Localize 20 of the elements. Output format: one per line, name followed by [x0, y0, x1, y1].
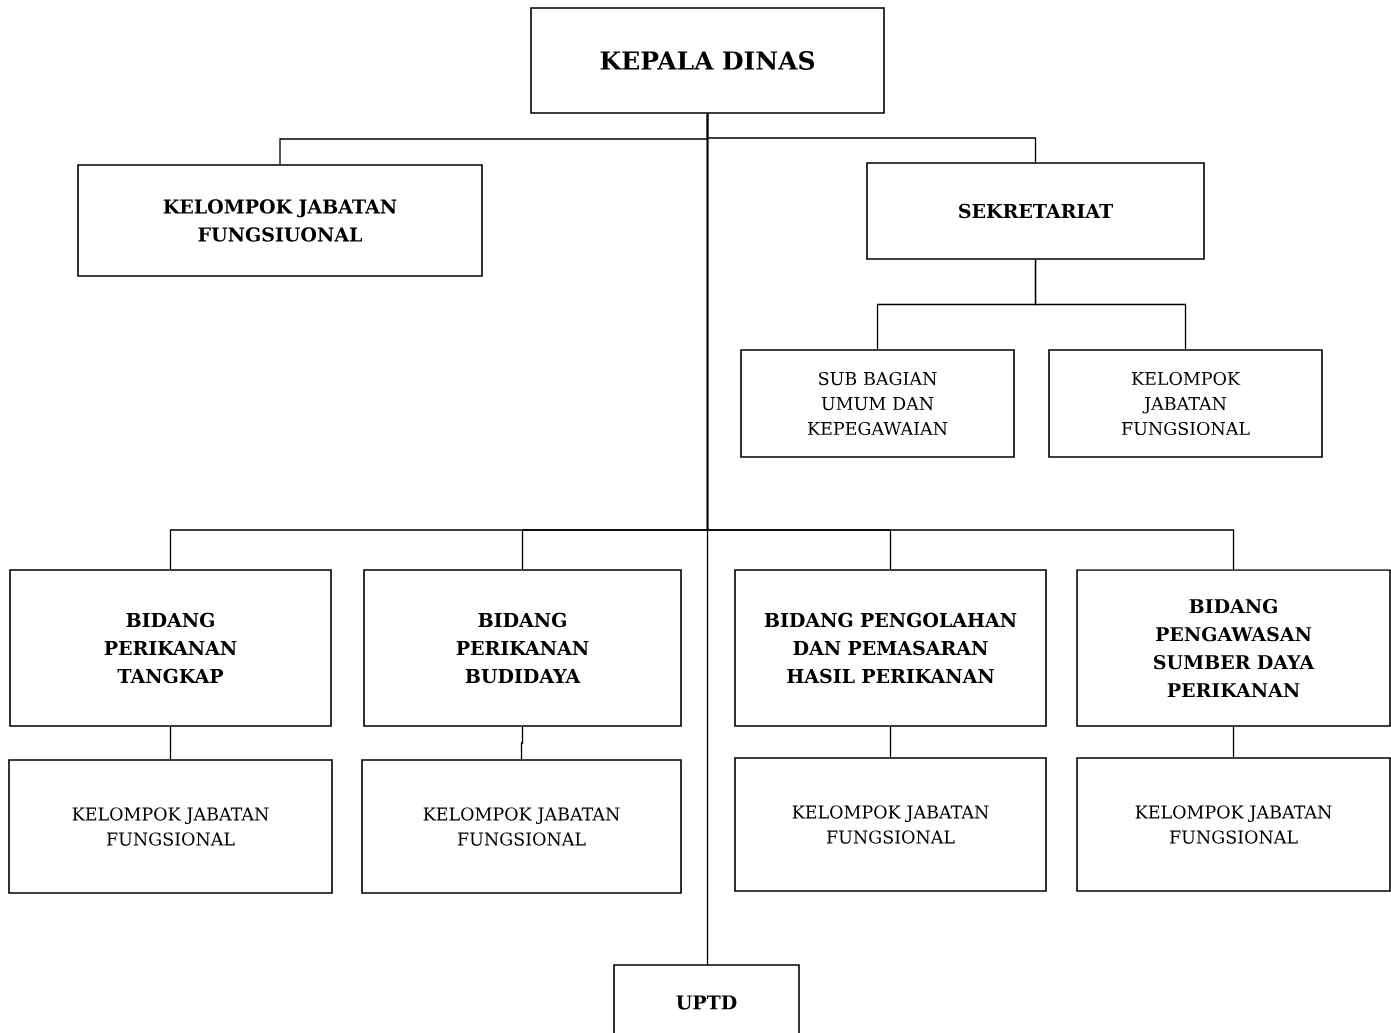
connector-line — [706, 113, 709, 966]
sub-unit-box: KELOMPOK JABATAN FUNGSIONAL — [1048, 349, 1323, 458]
connector-line — [1232, 726, 1235, 758]
connector-line — [520, 726, 524, 760]
sub-unit-box: KELOMPOK JABATAN FUNGSIONAL — [361, 759, 682, 894]
unit-box: SEKRETARIAT — [866, 162, 1205, 260]
unit-box: BIDANG PERIKANAN TANGKAP — [9, 569, 332, 727]
sub-unit-box: SUB BAGIAN UMUM DAN KEPEGAWAIAN — [740, 349, 1015, 458]
unit-box: KELOMPOK JABATAN FUNGSIUONAL — [77, 164, 483, 277]
unit-box: BIDANG PERIKANAN BUDIDAYA — [363, 569, 682, 727]
unit-box: BIDANG PENGAWASAN SUMBER DAYA PERIKANAN — [1076, 569, 1391, 727]
connector-line — [169, 726, 172, 760]
sub-unit-box: KELOMPOK JABATAN FUNGSIONAL — [734, 757, 1047, 892]
unit-box: BIDANG PENGOLAHAN DAN PEMASARAN HASIL PERIKANAN — [734, 569, 1047, 727]
connector-line — [1034, 259, 1187, 350]
head-box: KEPALA DINAS — [530, 7, 885, 114]
connector-line — [889, 726, 892, 758]
sub-unit-box: KELOMPOK JABATAN FUNGSIONAL — [8, 759, 333, 894]
unit-box: UPTD — [613, 964, 800, 1033]
sub-unit-box: KELOMPOK JABATAN FUNGSIONAL — [1076, 757, 1391, 892]
